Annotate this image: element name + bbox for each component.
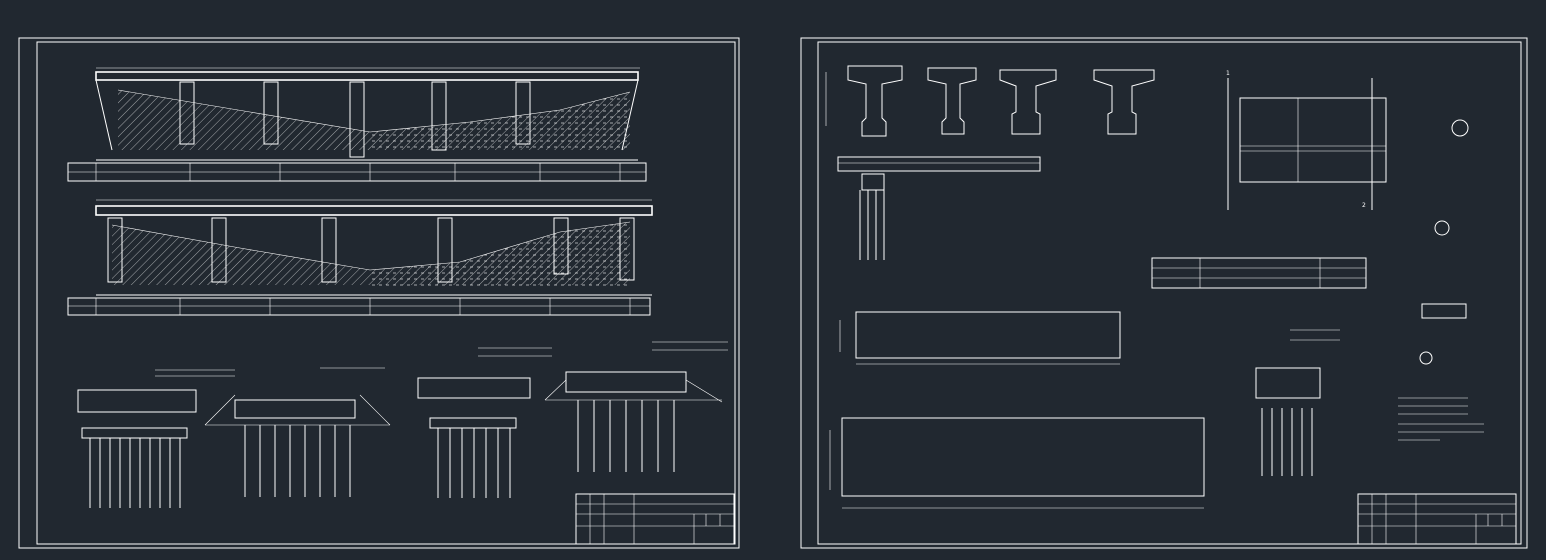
cross-section-3	[417, 347, 552, 498]
sheet-2: 2 1	[800, 37, 1528, 549]
sheet-1-title-block	[575, 493, 735, 545]
section-mark-2: 2	[1362, 202, 1366, 209]
beam-sections	[825, 65, 1155, 137]
bridge-elevation-2	[67, 199, 653, 316]
piers-2	[107, 217, 635, 283]
beam-elevation	[837, 156, 1041, 260]
abutment-1-right	[621, 79, 639, 151]
plan-view: 2 1	[1226, 70, 1387, 210]
ground-line-2	[111, 221, 631, 271]
cross-section-1	[77, 369, 235, 508]
rebar-mesh-1	[839, 311, 1121, 365]
sheet-1-inner-border	[36, 41, 736, 545]
deck-2	[95, 205, 653, 216]
piers-1	[179, 81, 531, 158]
table-strip-2	[67, 297, 651, 316]
sheet-1	[18, 37, 740, 549]
soil-dots-2	[370, 222, 630, 288]
sheet-2-outer-border	[800, 37, 1528, 549]
section-mark-1: 1	[1226, 70, 1230, 77]
abutment-1-left	[95, 79, 113, 151]
ground-line-1	[117, 89, 631, 133]
deck-1	[95, 71, 639, 81]
rebar-mesh-2	[829, 417, 1205, 509]
sheet-1-outer-border	[18, 37, 740, 549]
cross-section-4	[544, 341, 728, 472]
pier-detail	[1255, 329, 1340, 476]
cross-section-2	[204, 367, 391, 497]
small-details	[1398, 119, 1484, 441]
bridge-elevation-1	[67, 67, 647, 182]
sheet-2-title-block	[1357, 493, 1517, 545]
rebar-strip	[1151, 257, 1367, 289]
table-1-ticks	[95, 163, 621, 181]
soil-dots-1	[370, 92, 630, 152]
sheet-2-inner-border	[817, 41, 1522, 545]
table-2-ticks	[95, 298, 631, 315]
